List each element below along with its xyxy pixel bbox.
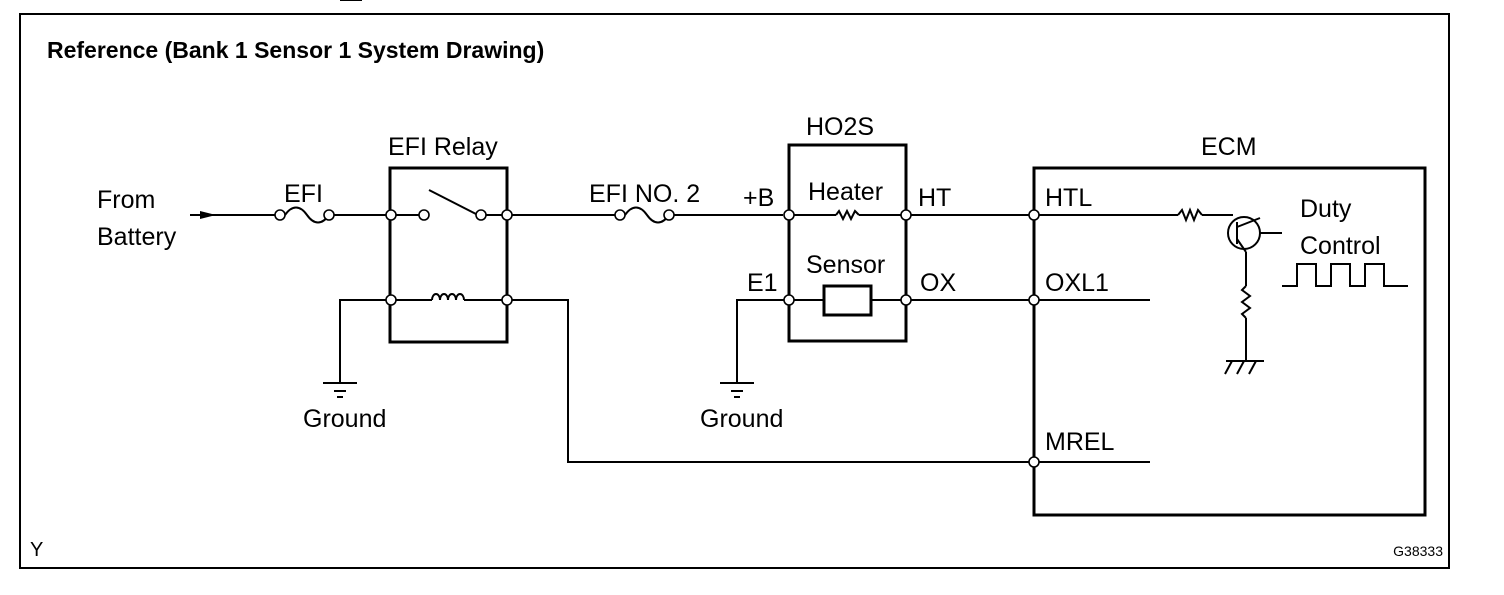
relay-coil — [385, 293, 513, 306]
source-label-line2: Battery — [97, 223, 177, 251]
relay-switch — [385, 189, 513, 221]
figure-code: G38333 — [1393, 543, 1443, 559]
footer-left-mark: Y — [30, 539, 43, 561]
ground-middle-label: Ground — [700, 405, 783, 433]
htl-driver-circuit — [1039, 207, 1282, 375]
diagram-frame — [19, 13, 1450, 569]
ho2s-pin-e1: E1 — [747, 269, 778, 297]
ho2s-pin-ht: HT — [918, 184, 951, 212]
ecm-pin-mrel: MREL — [1045, 428, 1115, 456]
ho2s-pin-b: +B — [743, 184, 774, 212]
ho2s-label: HO2S — [806, 113, 874, 141]
ground-middle-wire — [720, 299, 784, 398]
ecm-terminals — [1028, 209, 1150, 468]
efi-no2-fuse-label: EFI NO. 2 — [589, 180, 700, 208]
ecm-box — [1032, 166, 1427, 517]
wire-relay-coil-to-mrel — [512, 299, 1029, 463]
sensor-label: Sensor — [806, 251, 885, 279]
ho2s-pin-ox: OX — [920, 269, 956, 297]
sensor-element — [783, 284, 912, 317]
ground-left-label: Ground — [303, 405, 386, 433]
efi-fuse-label: EFI — [284, 180, 323, 208]
heater-element — [783, 208, 912, 222]
ecm-pin-oxl1: OXL1 — [1045, 269, 1109, 297]
efi-relay-box — [388, 166, 509, 344]
efi-fuse — [274, 206, 335, 224]
efi-no2-fuse — [614, 206, 675, 224]
battery-arrow — [190, 211, 275, 219]
diagram-title: Reference (Bank 1 Sensor 1 System Drawin… — [47, 37, 544, 63]
heater-label: Heater — [808, 178, 883, 206]
ecm-label: ECM — [1201, 133, 1257, 161]
duty-control-label-line2: Control — [1300, 232, 1381, 260]
duty-pulse-waveform — [1282, 263, 1408, 287]
duty-control-label-line1: Duty — [1300, 195, 1352, 223]
relay-label: EFI Relay — [388, 133, 498, 161]
ecm-pin-htl: HTL — [1045, 184, 1092, 212]
source-label-line1: From — [97, 186, 155, 214]
ho2s-box — [787, 143, 908, 343]
ground-left-wire — [323, 299, 386, 398]
